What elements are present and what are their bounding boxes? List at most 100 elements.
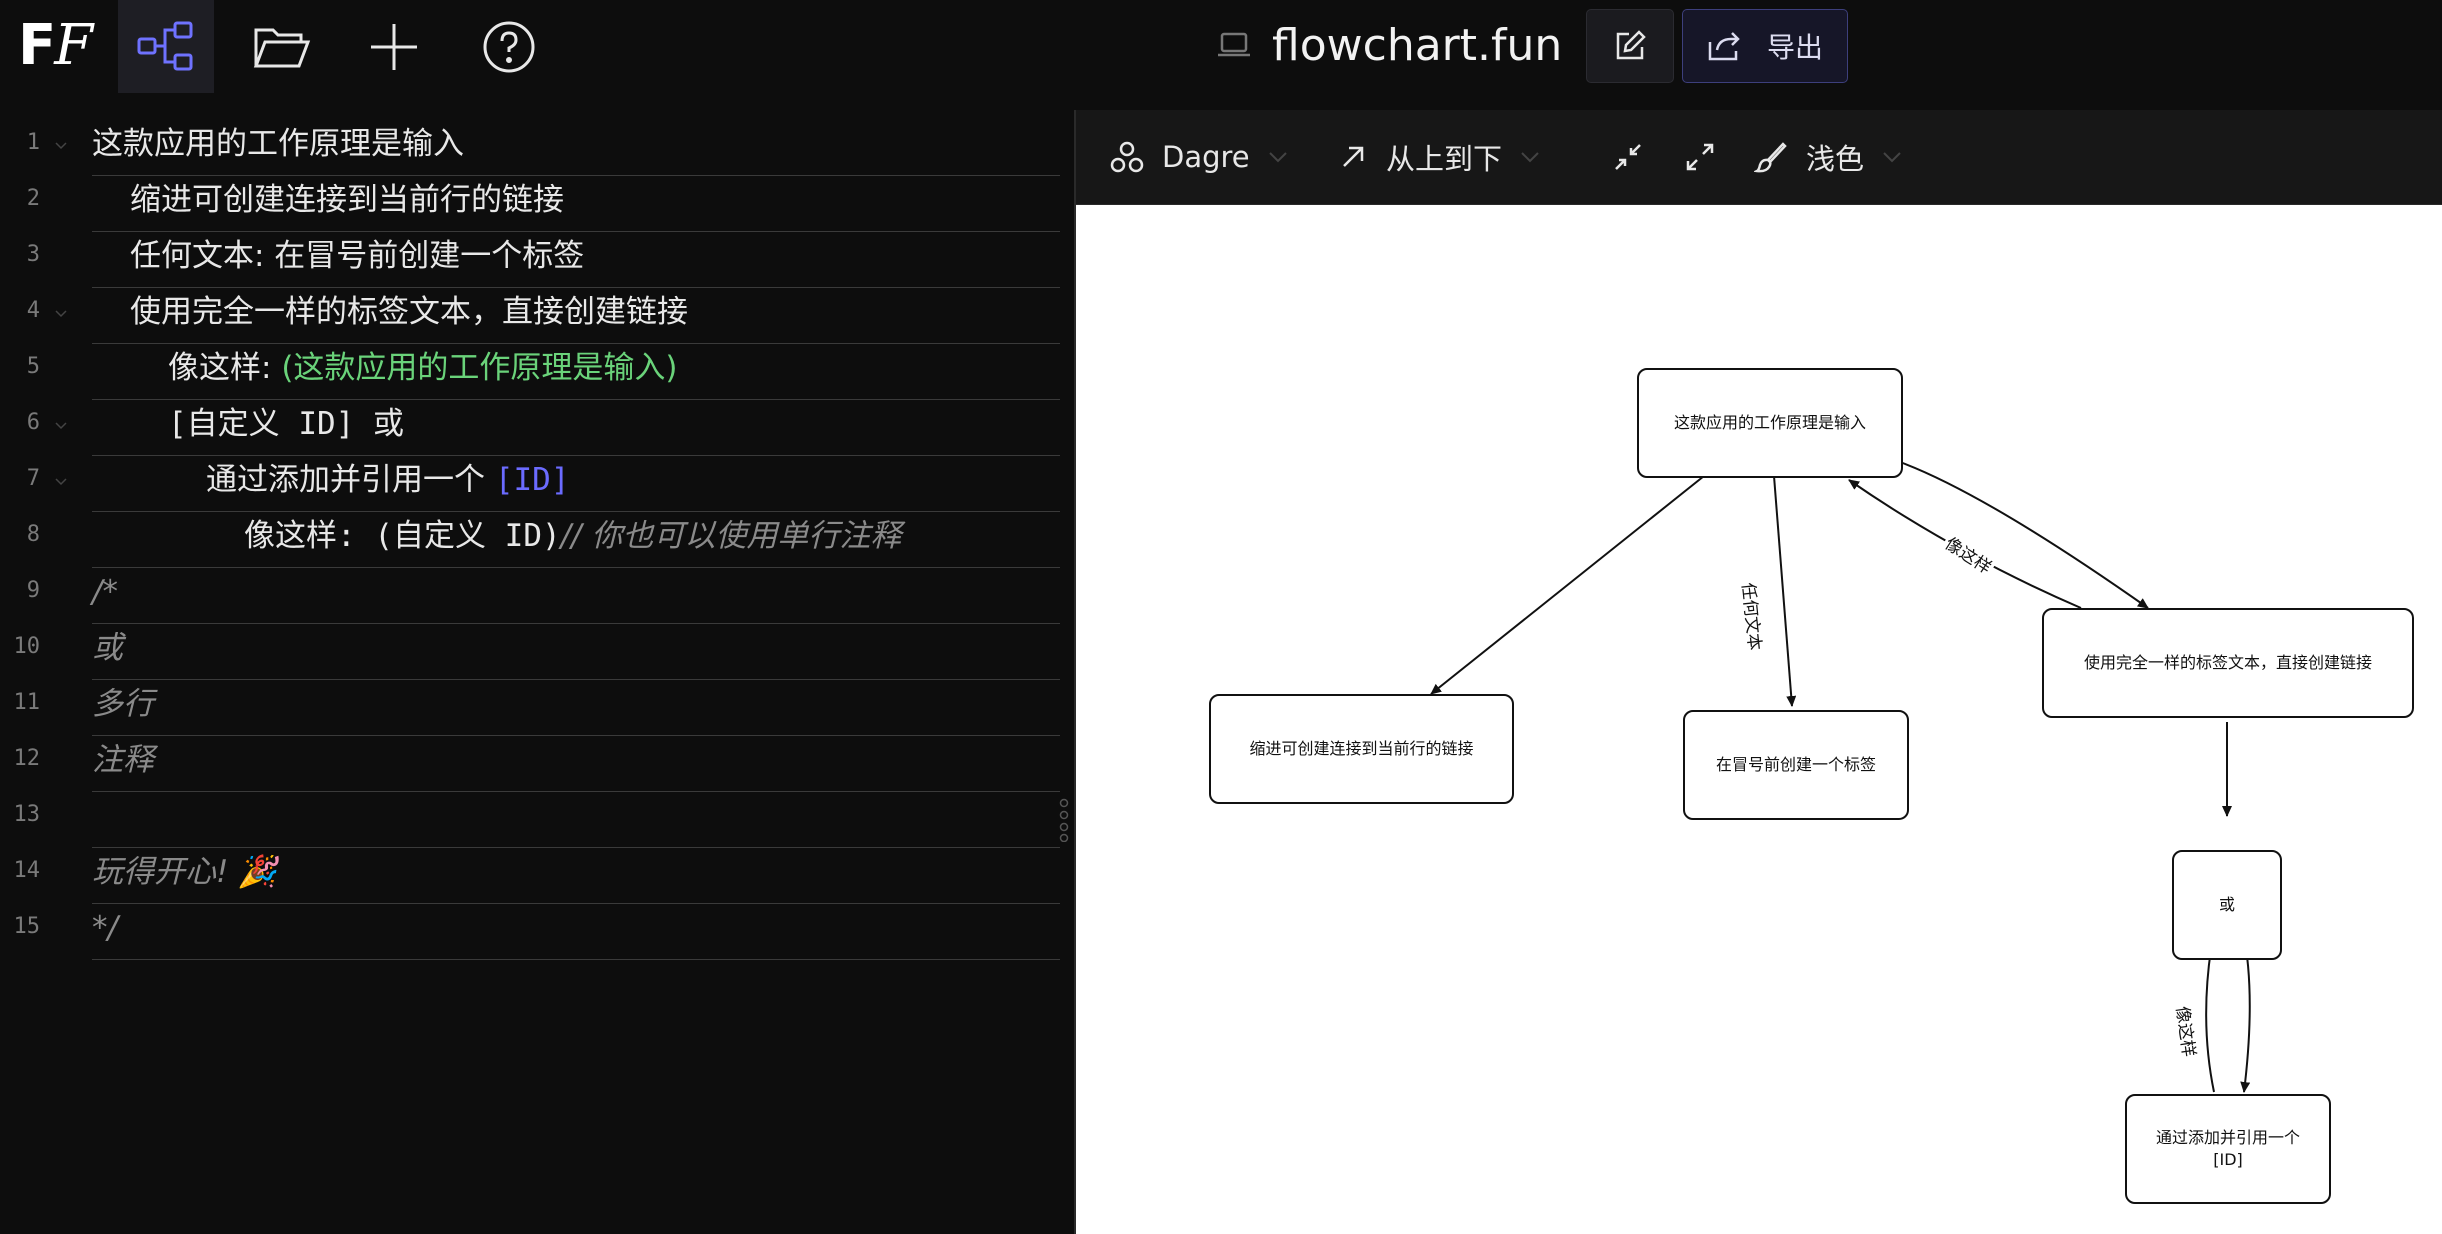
line-text: 任何文本: 在冒号前创建一个标签 [130,238,585,274]
edit-button[interactable] [1586,9,1674,83]
edit-icon [1616,30,1646,60]
line-text: 玩得开心! 🎉 [92,854,277,890]
line-number: 3 [26,242,40,267]
line-number: 2 [26,186,40,211]
editor-line[interactable]: 5 像这样: (这款应用的工作原理是输入) [0,344,1060,400]
layout-select[interactable]: Dagre [1110,110,1288,204]
line-divider [92,959,1060,960]
line-number: 12 [13,746,41,771]
reference-text: (这款应用的工作原理是输入) [281,350,678,386]
chevron-down-icon[interactable] [55,308,67,320]
edge-root-n3 [1899,461,2149,609]
help-button[interactable] [461,0,557,93]
editor-line[interactable]: 3 任何文本: 在冒号前创建一个标签 [0,232,1060,288]
open-folder-button[interactable] [234,0,330,93]
maximize-icon [1686,143,1714,171]
panel-resize-handle[interactable] [1056,798,1072,842]
theme-select[interactable]: 浅色 [1754,110,1902,204]
graph-panel: Dagre 从上到下 浅色 [1074,110,2442,1234]
edge-root-n1 [1430,475,1705,695]
editor-line[interactable]: 6 [自定义 ID] 或 [0,400,1060,456]
node-label[interactable]: 在冒号前创建一个标签 [1683,710,1909,820]
line-text: 像这样: (自定义 ID) [244,518,561,554]
editor-line[interactable]: 9 /* [0,568,1060,624]
fullscreen-button[interactable] [1684,110,1716,204]
help-icon [483,21,535,72]
new-chart-button[interactable] [346,0,442,93]
line-number: 5 [26,354,40,379]
line-text: 缩进可创建连接到当前行的链接 [130,182,564,218]
layout-value: Dagre [1162,140,1250,174]
line-text: 像这样: [168,350,282,386]
editor-line[interactable]: 13 [0,792,1060,848]
code-editor[interactable]: 1 这款应用的工作原理是输入 2 缩进可创建连接到当前行的链接 3 任何文本: … [0,120,1060,960]
line-text: 多行 [92,686,154,722]
line-divider [92,735,1060,736]
line-divider [92,847,1060,848]
line-divider [92,175,1060,176]
document-title[interactable]: flowchart.fun [1216,14,1562,76]
line-divider [92,455,1060,456]
line-divider [92,679,1060,680]
line-text: 使用完全一样的标签文本，直接创建链接 [130,294,688,330]
theme-value: 浅色 [1806,142,1865,176]
line-number: 10 [13,634,41,659]
export-button[interactable]: 导出 [1682,9,1849,83]
line-number: 8 [26,522,40,547]
edge-root-n2 [1773,475,1797,707]
brush-icon [1754,142,1787,173]
line-divider [92,791,1060,792]
graph-view-button[interactable] [118,0,214,93]
node-root[interactable]: 这款应用的工作原理是输入 [1637,368,1903,478]
editor-line[interactable]: 14 玩得开心! 🎉 [0,848,1060,904]
minimize-icon [1615,144,1641,170]
line-text: 或 [92,630,123,666]
direction-value: 从上到下 [1386,142,1503,176]
node-add-id-line1: 通过添加并引用一个 [2155,1128,2300,1147]
line-divider [92,511,1060,512]
line-text: /* [92,574,118,610]
chevron-down-icon [1268,152,1287,163]
plus-icon [371,23,417,70]
node-indent-link[interactable]: 缩进可创建连接到当前行的链接 [1209,694,1514,804]
graph-canvas[interactable]: 这款应用的工作原理是输入 缩进可创建连接到当前行的链接 在冒号前创建一个标签 使… [1076,204,2442,1234]
line-comment: // 你也可以使用单行注释 [560,518,902,554]
line-text: 注释 [92,742,154,778]
line-text-wrap: 通过添加并引用一个 [ID] [206,460,570,500]
chevron-down-icon[interactable] [55,420,67,432]
id-reference: [ID] [494,462,570,498]
line-divider [92,343,1060,344]
editor-line[interactable]: 7 通过添加并引用一个 [ID] [0,456,1060,512]
arrow-up-right-icon [1343,146,1364,167]
node-or[interactable]: 或 [2172,850,2282,960]
graph-icon [137,21,193,70]
editor-line[interactable]: 2 缩进可创建连接到当前行的链接 [0,176,1060,232]
document-name: flowchart.fun [1272,19,1563,71]
direction-select[interactable]: 从上到下 [1338,110,1540,204]
editor-line[interactable]: 11 多行 [0,680,1060,736]
editor-line[interactable]: 1 这款应用的工作原理是输入 [0,120,1060,176]
line-divider [92,623,1060,624]
editor-line[interactable]: 12 注释 [0,736,1060,792]
line-divider [92,287,1060,288]
editor-line[interactable]: 15 */ [0,904,1060,960]
line-number: 1 [26,130,40,155]
node-add-id[interactable]: 通过添加并引用一个 [ID] [2125,1094,2331,1204]
export-label: 导出 [1767,31,1824,64]
line-number: 15 [13,914,41,939]
graph-toolbar: Dagre 从上到下 浅色 [1076,110,2442,205]
line-text: 这款应用的工作原理是输入 [92,126,464,162]
line-text-wrap: 像这样: (这款应用的工作原理是输入) [168,348,678,388]
editor-line[interactable]: 8 像这样: (自定义 ID)// 你也可以使用单行注释 [0,512,1060,568]
editor-line[interactable]: 4 使用完全一样的标签文本，直接创建链接 [0,288,1060,344]
chevron-down-icon[interactable] [55,476,67,488]
line-text: */ [92,910,118,946]
editor-line[interactable]: 10 或 [0,624,1060,680]
chevron-down-icon[interactable] [55,140,67,152]
node-same-label-link[interactable]: 使用完全一样的标签文本，直接创建链接 [2042,608,2414,718]
fit-view-button[interactable] [1612,110,1644,204]
share-icon [1708,32,1740,61]
edge-n5-n4 [2204,948,2215,1093]
